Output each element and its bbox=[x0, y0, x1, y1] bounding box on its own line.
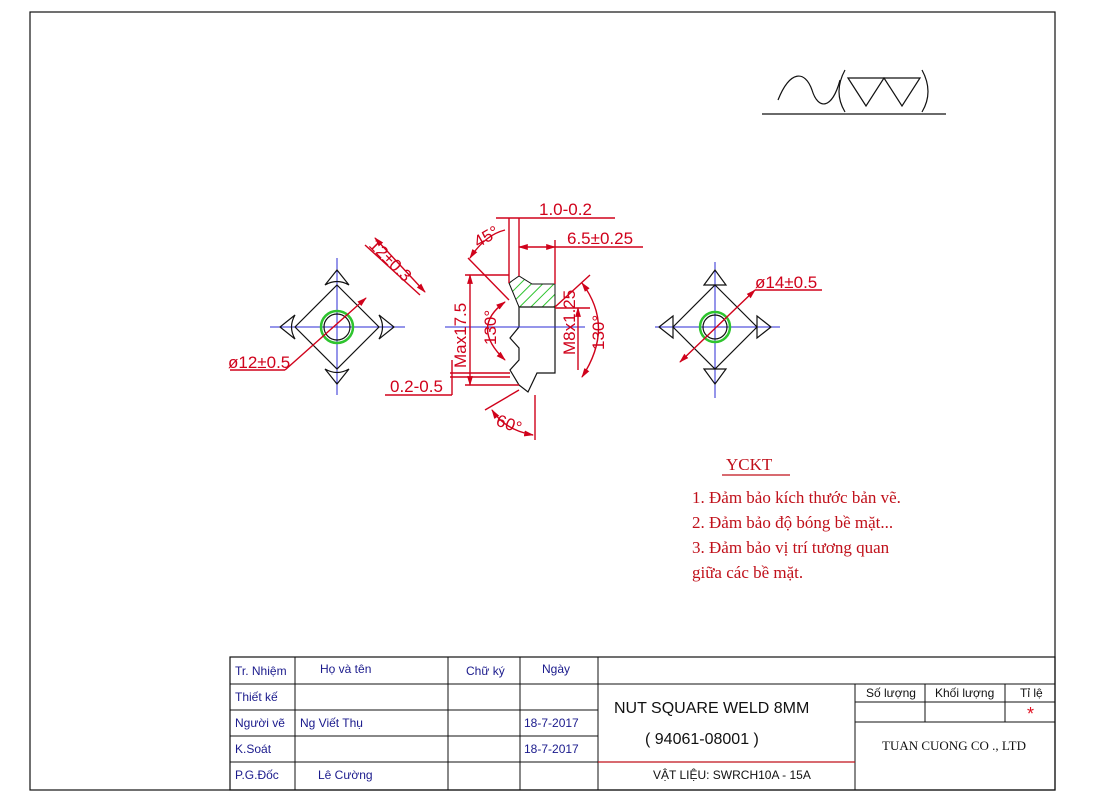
scale-value: * bbox=[1027, 704, 1034, 724]
technical-requirements: YCKT 1. Đảm bảo kích thước bản vẽ. 2. Đả… bbox=[692, 455, 901, 582]
weight-label: Khối lượng bbox=[935, 686, 994, 700]
title-block: Tr. Nhiệm Họ và tên Chữ ký Ngày Thiết kế… bbox=[229, 656, 1056, 791]
quantity-label: Số lượng bbox=[866, 686, 916, 700]
drafter-name: Ng Viết Thụ bbox=[300, 716, 363, 730]
height-dimension: 6.5±0.25 bbox=[567, 229, 633, 248]
bottom-view: ø14±0.5 bbox=[655, 262, 822, 398]
chamfer-thickness-dimension: 1.0-0.2 bbox=[539, 200, 592, 219]
checker-date: 18-7-2017 bbox=[524, 742, 579, 756]
header-name: Họ và tên bbox=[320, 662, 371, 676]
role-designer: Thiết kế bbox=[235, 690, 278, 704]
circle-diameter-dimension: ø12±0.5 bbox=[228, 353, 290, 372]
deputy-director-name: Lê Cường bbox=[318, 768, 373, 782]
chamfer-angle-dimension: 45° bbox=[471, 222, 503, 251]
projection-dimension: 0.2-0.5 bbox=[390, 377, 443, 396]
side-length-dimension: 12±0.3 bbox=[365, 235, 415, 285]
top-view: 12±0.3 ø12±0.5 bbox=[228, 235, 426, 395]
left-angle-dimension: 130° bbox=[481, 310, 500, 345]
thread-dimension: M8x1.25 bbox=[560, 290, 579, 355]
section-view: 1.0-0.2 45° 6.5±0.25 Max17.5 130° 130° M… bbox=[385, 200, 643, 440]
note-item: 3. Đảm bảo vị trí tương quan bbox=[692, 538, 890, 557]
scale-label: Tỉ lệ bbox=[1020, 686, 1043, 700]
note-item: 1. Đảm bảo kích thước bản vẽ. bbox=[692, 488, 901, 507]
role-deputy-director: P.G.Đốc bbox=[235, 768, 279, 782]
role-checker: K.Soát bbox=[235, 742, 272, 756]
company-name: TUAN CUONG CO ., LTD bbox=[882, 738, 1026, 753]
max-width-dimension: Max17.5 bbox=[451, 303, 470, 368]
drafter-date: 18-7-2017 bbox=[524, 716, 579, 730]
notes-title: YCKT bbox=[726, 455, 773, 474]
material: VẬT LIỆU: SWRCH10A - 15A bbox=[653, 767, 811, 782]
part-name: NUT SQUARE WELD 8MM bbox=[614, 700, 809, 717]
surface-finish-symbol: ~ (▽▽▽) bbox=[0, 0, 946, 115]
outer-diameter-dimension: ø14±0.5 bbox=[755, 273, 817, 292]
part-number: ( 94061-08001 ) bbox=[645, 731, 759, 748]
point-angle-dimension: 60° bbox=[494, 411, 525, 438]
note-item: 2. Đảm bảo độ bóng bề mặt... bbox=[692, 513, 893, 532]
surface-finish-text: ~ (▽▽▽) bbox=[0, 0, 5, 1]
header-signature: Chữ ký bbox=[466, 664, 505, 678]
header-responsibility: Tr. Nhiệm bbox=[235, 664, 287, 678]
role-drafter: Người vẽ bbox=[235, 716, 285, 730]
note-item: giữa các bề mặt. bbox=[692, 563, 803, 582]
right-angle-dimension: 130° bbox=[589, 315, 608, 350]
header-date: Ngày bbox=[542, 662, 570, 676]
